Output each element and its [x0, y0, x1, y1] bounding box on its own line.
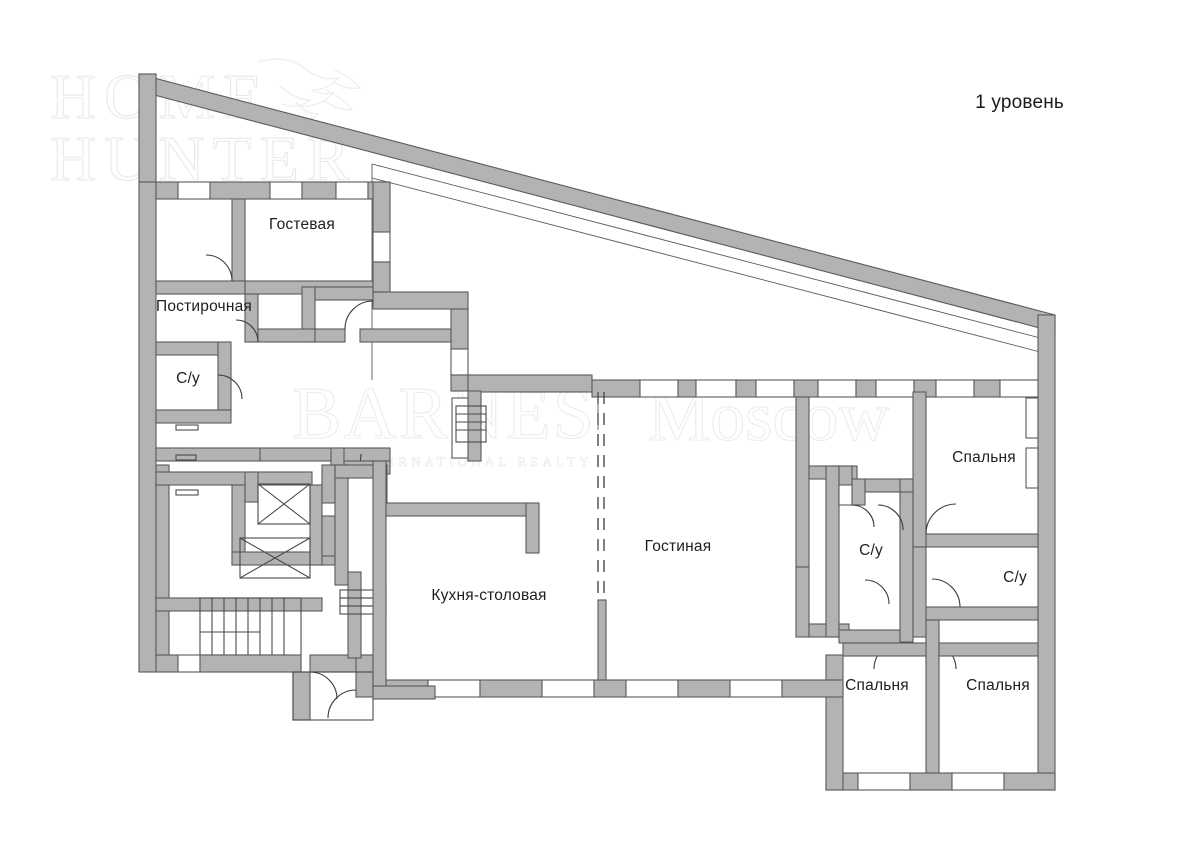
central-corridor	[155, 447, 391, 496]
south-bedrooms-walls	[842, 619, 1039, 774]
right-niches	[1025, 397, 1039, 489]
misc-details	[455, 392, 599, 443]
room-label-kitchen: Кухня-столовая	[431, 587, 547, 604]
room-label-bath-mid: С/у	[859, 542, 883, 559]
room-label-guest: Гостевая	[269, 216, 335, 233]
page-title: 1 уровень	[975, 92, 1064, 113]
elevator-cab-1	[257, 483, 311, 525]
elevator-cab-2	[239, 537, 311, 579]
main-staircase	[199, 597, 302, 673]
main-block-top-wall	[467, 374, 1039, 398]
bedroom-ne-walls	[912, 391, 1039, 638]
bath-mid-walls	[838, 465, 957, 670]
room-label-laundry: Постирочная	[155, 298, 253, 315]
room-label-living: Гостиная	[644, 538, 712, 555]
guest-wing-partitions	[155, 198, 452, 431]
service-stair	[334, 464, 388, 659]
entrance-vestibule	[292, 671, 436, 721]
sliding-partition[interactable]	[597, 392, 607, 681]
living-room-walls	[795, 396, 858, 638]
room-label-bedroom-ne: Спальня	[952, 449, 1016, 466]
room-label-bath-right: С/у	[1003, 569, 1027, 586]
room-label-bath-left: С/у	[176, 370, 200, 387]
kitchen-block	[372, 390, 540, 687]
room-label-bedroom-s1: Спальня	[845, 677, 909, 694]
room-label-bedroom-s2: Спальня	[966, 677, 1030, 694]
elevator-core	[155, 464, 336, 656]
